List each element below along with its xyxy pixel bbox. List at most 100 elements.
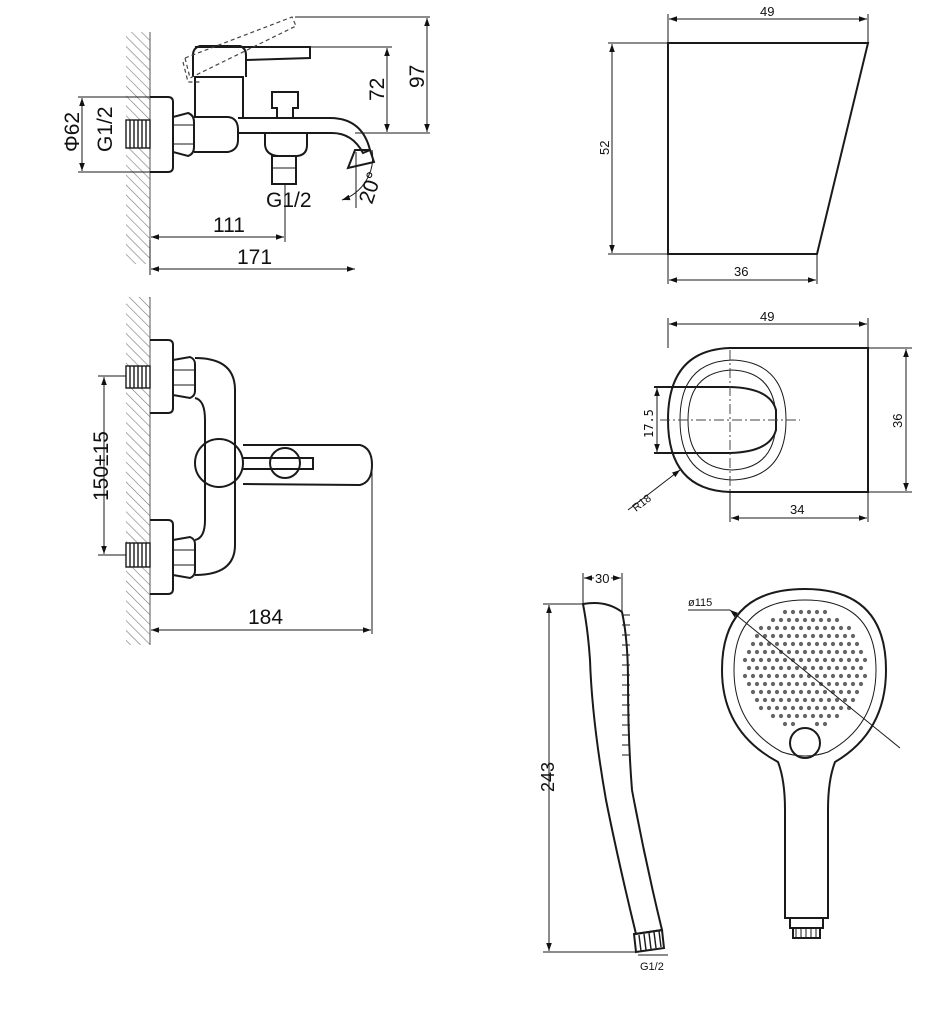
spray-hole: [750, 689, 756, 695]
diverter-front: [269, 447, 301, 479]
spray-hole: [794, 697, 800, 703]
spray-hole: [818, 617, 824, 623]
hand-shower-front-view: ø115: [688, 587, 901, 939]
dim-holder-height: 52: [597, 141, 612, 155]
spray-hole: [834, 665, 840, 671]
spray-hole: [854, 673, 860, 679]
spray-hole: [766, 657, 772, 663]
spray-hole: [766, 689, 772, 695]
spray-hole: [790, 673, 796, 679]
spray-hole: [798, 705, 804, 711]
spray-hole: [786, 665, 792, 671]
spray-hole: [810, 649, 816, 655]
spray-hole: [798, 657, 804, 663]
spray-hole: [818, 633, 824, 639]
spray-hole: [762, 665, 768, 671]
spray-hole: [770, 617, 776, 623]
spray-hole: [822, 625, 828, 631]
holder-profile: [667, 42, 870, 255]
spray-hole: [858, 649, 864, 655]
spray-hole: [818, 697, 824, 703]
spray-hole: [830, 673, 836, 679]
spray-hole: [834, 697, 840, 703]
spray-hole: [826, 713, 832, 719]
spray-hole: [782, 625, 788, 631]
lower-escutcheon: [150, 519, 174, 595]
spray-hole: [774, 641, 780, 647]
dim-holder-base: 34: [790, 502, 804, 517]
spray-hole: [770, 665, 776, 671]
spray-hole: [742, 657, 748, 663]
spray-hole: [774, 657, 780, 663]
spray-hole: [778, 713, 784, 719]
dim-spout-length: 171: [237, 246, 272, 269]
dim-height-total: 97: [406, 65, 429, 88]
spray-hole: [802, 697, 808, 703]
hose-outlet-thread: [271, 155, 297, 185]
holder-top-view: 49 36 17.5 R18 34: [627, 309, 912, 522]
spray-hole: [854, 641, 860, 647]
spray-hole: [814, 657, 820, 663]
spray-hole: [862, 657, 868, 663]
hand-shower-profile: [581, 602, 664, 936]
upper-nut: [172, 355, 196, 400]
spray-hole: [774, 689, 780, 695]
wall-thread: [125, 119, 151, 149]
spray-hole: [834, 617, 840, 623]
spray-hole: [834, 633, 840, 639]
dim-projection: 184: [248, 606, 283, 629]
dim-holder-width: 49: [760, 309, 774, 324]
spray-hole: [758, 705, 764, 711]
spray-hole: [762, 681, 768, 687]
spray-hole: [786, 649, 792, 655]
spray-hole: [762, 649, 768, 655]
spray-hole: [758, 689, 764, 695]
spray-hole: [802, 649, 808, 655]
spray-hole: [838, 625, 844, 631]
dim-shower-diameter: ø115: [688, 597, 712, 609]
spray-hole: [810, 681, 816, 687]
spray-hole: [786, 633, 792, 639]
spray-hole: [818, 713, 824, 719]
spray-hole: [838, 689, 844, 695]
spray-hole: [814, 689, 820, 695]
spray-hole: [770, 713, 776, 719]
dim-radius: R18: [630, 492, 653, 514]
spray-hole: [858, 681, 864, 687]
hex-nut: [172, 111, 195, 158]
dim-holder-bottom-width: 36: [734, 264, 748, 279]
spray-hole: [826, 697, 832, 703]
spray-hole: [750, 641, 756, 647]
spray-hole: [758, 673, 764, 679]
spray-hole: [822, 641, 828, 647]
spray-hole: [806, 641, 812, 647]
spray-hole: [830, 657, 836, 663]
spray-hole: [782, 641, 788, 647]
upper-thread: [125, 365, 151, 389]
spray-hole: [782, 705, 788, 711]
spray-hole: [822, 689, 828, 695]
spray-hole: [846, 657, 852, 663]
spray-hole: [830, 705, 836, 711]
spray-hole: [746, 681, 752, 687]
spray-hole: [826, 617, 832, 623]
spray-hole: [802, 713, 808, 719]
spray-hole: [778, 633, 784, 639]
spray-hole: [786, 617, 792, 623]
spray-hole: [774, 673, 780, 679]
lower-nut: [172, 535, 196, 580]
lever-handle: [195, 46, 311, 61]
spray-hole: [758, 657, 764, 663]
mixer-side-view: 72 97 Φ62 G1/2 20° G1/2 111 171: [61, 16, 430, 275]
spray-hole: [814, 625, 820, 631]
spray-hole: [810, 617, 816, 623]
spray-hole: [758, 625, 764, 631]
spray-hole: [822, 721, 828, 727]
wall-hatch-front: [126, 297, 150, 645]
spray-hole: [770, 681, 776, 687]
spray-hole: [822, 609, 828, 615]
spray-hole: [846, 641, 852, 647]
cartridge-column: [194, 76, 244, 117]
spray-hole: [782, 721, 788, 727]
